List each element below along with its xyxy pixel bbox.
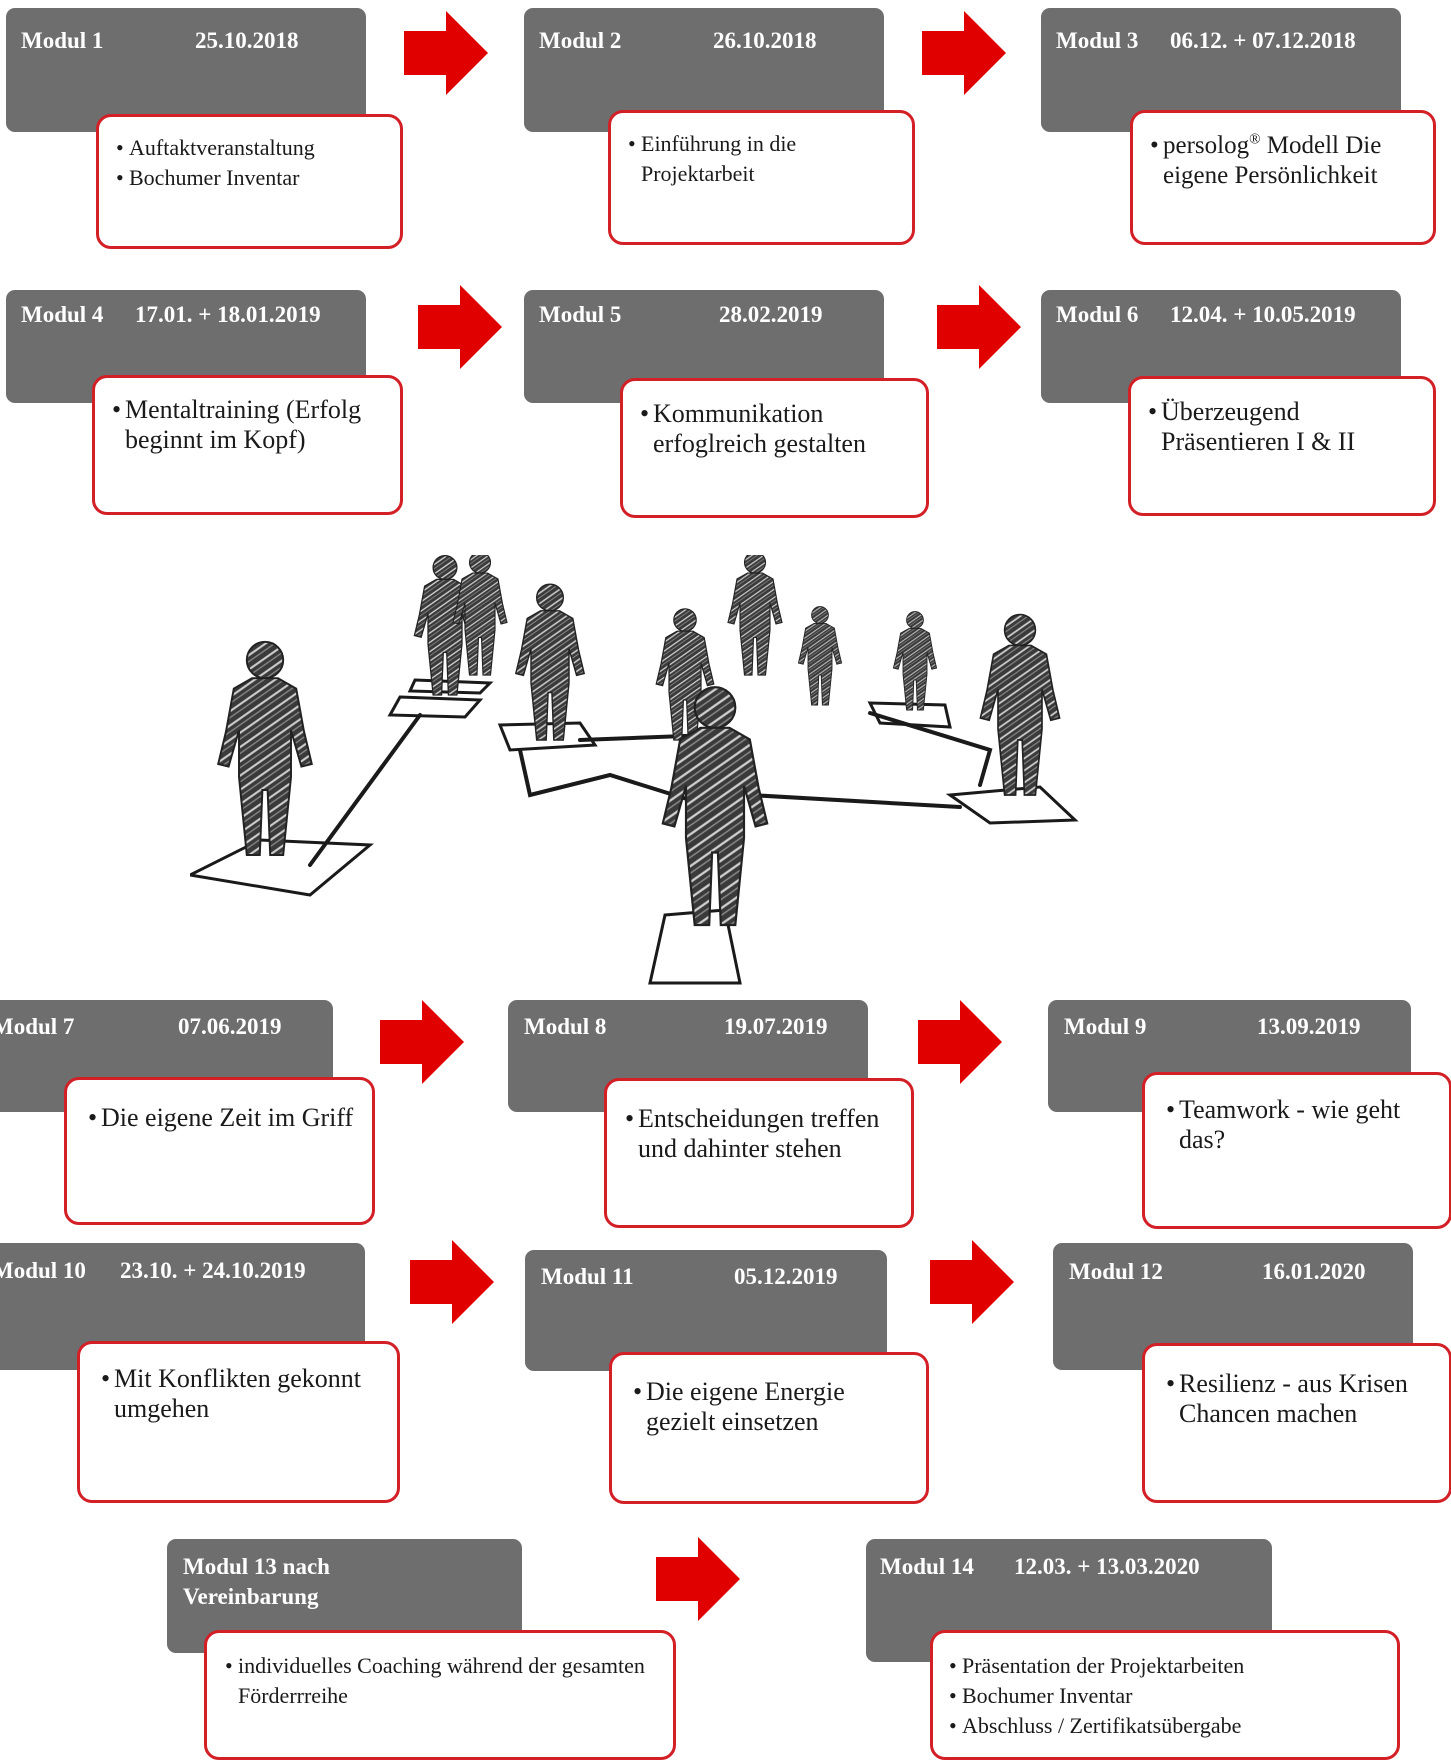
topic-item: Bochumer Inventar <box>949 1681 1385 1711</box>
module-topics: Entscheidungen treffen und dahinter steh… <box>604 1078 914 1228</box>
topic-item: individuelles Coaching während der gesam… <box>225 1651 661 1711</box>
module-date: 05.12.2019 <box>734 1264 838 1289</box>
module-date: 12.03. + 13.03.2020 <box>1014 1554 1200 1579</box>
team-network-sketch <box>190 555 1079 985</box>
right-arrow-icon <box>656 1537 740 1621</box>
module-topics: individuelles Coaching während der gesam… <box>204 1630 676 1760</box>
module-name: Modul 11 <box>541 1264 634 1289</box>
module-topics: Die eigene Energie gezielt einsetzen <box>609 1352 929 1504</box>
topic-item: Entscheidungen treffen und dahinter steh… <box>625 1104 899 1164</box>
module-topics: Mit Konflikten gekonnt umgehen <box>77 1341 400 1503</box>
module-date: 16.01.2020 <box>1262 1259 1366 1284</box>
registered-mark: ® <box>1249 131 1261 148</box>
topic-item: persolog® Modell Die eigene Persönlichke… <box>1150 131 1421 191</box>
topic-brand: persolog <box>1163 132 1250 159</box>
module-date: 07.06.2019 <box>178 1014 282 1039</box>
topic-item: Einführung in die Projektarbeit <box>628 129 892 189</box>
module-name: Modul 1 <box>21 28 104 53</box>
module-date: 25.10.2018 <box>195 28 299 53</box>
module-date: 06.12. + 07.12.2018 <box>1170 28 1356 53</box>
module-topics: Auftaktveranstaltung Bochumer Inventar <box>96 114 403 249</box>
module-name: Modul 14 <box>880 1554 974 1579</box>
topic-item: Abschluss / Zertifikatsübergabe <box>949 1711 1385 1741</box>
module-topics: Teamwork - wie geht das? <box>1142 1072 1451 1229</box>
right-arrow-icon <box>937 285 1021 369</box>
module-name: Modul 9 <box>1064 1014 1147 1039</box>
module-name: Modul 6 <box>1056 302 1139 327</box>
topic-item: Auftaktveranstaltung <box>116 133 400 163</box>
module-name: Modul 4 <box>21 302 104 327</box>
topic-item: Bochumer Inventar <box>116 163 400 193</box>
module-topics: Kommunikation erfoglreich gestalten <box>620 378 929 518</box>
topic-text: Modell Die eigene Persönlichkeit <box>1163 132 1382 189</box>
module-name: Modul 3 <box>1056 28 1139 53</box>
topic-item: Die eigene Zeit im Griff <box>88 1103 360 1133</box>
module-name: Modul 10 <box>0 1258 86 1283</box>
topic-item: Teamwork - wie geht das? <box>1166 1095 1437 1155</box>
right-arrow-icon <box>930 1240 1014 1324</box>
module-topics: Mentaltraining (Erfolg beginnt im Kopf) <box>92 375 403 515</box>
module-name: Modul 5 <box>539 302 622 327</box>
module-date: 19.07.2019 <box>724 1014 828 1039</box>
topic-item: Resilienz - aus Krisen Chancen machen <box>1166 1369 1437 1429</box>
topic-item: Präsentation der Projektarbeiten <box>949 1651 1385 1681</box>
right-arrow-icon <box>418 285 502 369</box>
module-topics: Einführung in die Projektarbeit <box>608 110 915 245</box>
module-date: 17.01. + 18.01.2019 <box>135 302 321 327</box>
module-topics: Die eigene Zeit im Griff <box>64 1077 375 1225</box>
module-name: Modul 2 <box>539 28 622 53</box>
right-arrow-icon <box>404 11 488 95</box>
topic-item: Überzeugend Präsentieren I & II <box>1148 397 1421 457</box>
right-arrow-icon <box>918 1000 1002 1084</box>
module-date: 23.10. + 24.10.2019 <box>120 1258 306 1283</box>
module-date: 13.09.2019 <box>1257 1014 1361 1039</box>
right-arrow-icon <box>380 1000 464 1084</box>
module-name: Modul 13 nach Vereinbarung <box>183 1554 330 1609</box>
module-header: Modul 3 06.12. + 07.12.2018 <box>1041 8 1401 132</box>
module-topics: Resilienz - aus Krisen Chancen machen <box>1142 1343 1451 1503</box>
module-date: 28.02.2019 <box>719 302 823 327</box>
topic-item: Die eigene Energie gezielt einsetzen <box>633 1377 914 1437</box>
module-date: 26.10.2018 <box>713 28 817 53</box>
module-topics: Präsentation der Projektarbeiten Bochume… <box>930 1630 1400 1760</box>
module-header: Modul 1 25.10.2018 <box>6 8 366 132</box>
right-arrow-icon <box>922 11 1006 95</box>
module-name: Modul 8 <box>524 1014 607 1039</box>
module-name: Modul 7 <box>0 1014 75 1039</box>
right-arrow-icon <box>410 1240 494 1324</box>
topic-item: Kommunikation erfoglreich gestalten <box>640 399 914 459</box>
module-date: 12.04. + 10.05.2019 <box>1170 302 1356 327</box>
module-header: Modul 11 05.12.2019 <box>525 1250 887 1371</box>
module-name: Modul 12 <box>1069 1259 1163 1284</box>
module-topics: persolog® Modell Die eigene Persönlichke… <box>1130 110 1436 245</box>
module-topics: Überzeugend Präsentieren I & II <box>1128 376 1436 516</box>
topic-item: Mit Konflikten gekonnt umgehen <box>101 1364 385 1424</box>
topic-item: Mentaltraining (Erfolg beginnt im Kopf) <box>112 395 388 455</box>
